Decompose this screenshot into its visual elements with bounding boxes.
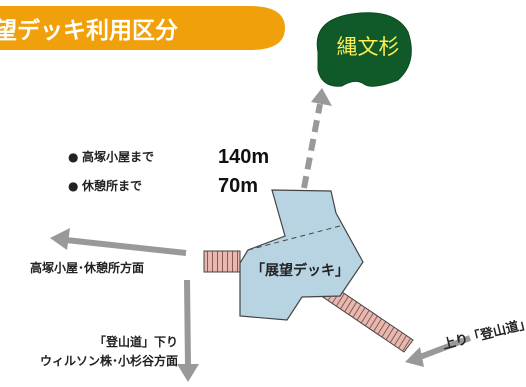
- deck-shape: [239, 189, 364, 321]
- arrow-down: [177, 279, 199, 382]
- distance-place-2: 休憩所まで: [81, 178, 142, 193]
- title-banner: 望デッキ利用区分: [0, 6, 285, 50]
- left-stairs: [203, 250, 241, 273]
- dashed-arrow-head: [311, 88, 332, 106]
- banner-title: 望デッキ利用区分: [0, 17, 178, 44]
- arrow-down-head: [177, 364, 199, 382]
- jomon-sugi-marker: 縄文杉: [316, 12, 412, 87]
- arrow-down-line: [184, 279, 191, 367]
- route-down-label-1: 「登山道」下り: [94, 334, 178, 349]
- banner-background: [0, 6, 285, 50]
- dashed-arrow-up: [301, 88, 332, 189]
- distance-bullet-1: ●: [68, 150, 78, 164]
- cedar-shape: [316, 12, 412, 87]
- arrow-from-right: [405, 335, 472, 367]
- deck-label: 「展望デッキ」: [251, 262, 349, 279]
- distance-bullet-2: ●: [68, 179, 78, 193]
- arrow-right-line: [418, 335, 472, 360]
- distance-list: ● 高塚小屋まで 140m ● 休憩所まで 70m: [68, 146, 269, 197]
- arrow-left-line: [65, 237, 187, 256]
- arrow-left-head: [50, 228, 70, 250]
- distance-place-1: 高塚小屋まで: [82, 149, 154, 164]
- arrow-right-head: [405, 347, 424, 367]
- arrow-left: [50, 228, 187, 256]
- route-right-label: 上り「登山道」: [441, 315, 526, 353]
- dashed-arrow-line: [301, 103, 323, 189]
- deck-divider: [247, 225, 341, 251]
- route-down-label-2: ウィルソン株･小杉谷方面: [40, 353, 178, 368]
- cedar-label: 縄文杉: [337, 35, 400, 59]
- route-left-label: 高塚小屋･休憩所方面: [30, 260, 144, 275]
- observation-deck: 「展望デッキ」: [239, 189, 364, 321]
- distance-value-2: 70m: [218, 175, 258, 197]
- distance-value-1: 140m: [218, 146, 269, 168]
